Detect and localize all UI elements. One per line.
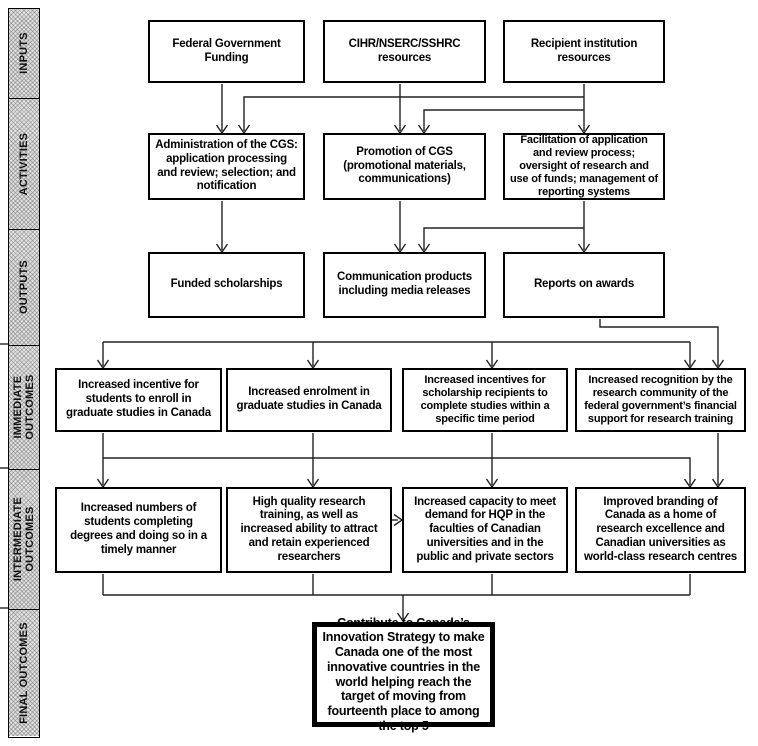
sidebar-label-final-outcomes: FINAL OUTCOMES xyxy=(17,622,30,724)
sidebar-stage-final-outcomes: FINAL OUTCOMES xyxy=(9,609,39,736)
box-final-innovation-strategy: Contribute to Canada’s Innovation Strate… xyxy=(312,616,495,733)
box-input-agency-resources: CIHR/NSERC/SSHRC resources xyxy=(323,20,486,83)
box-intermediate-degrees-completed: Increased numbers of students completing… xyxy=(55,487,222,573)
box-intermediate-research-training: High quality research training, as well … xyxy=(226,487,392,573)
box-output-communication-products: Communication products including media r… xyxy=(323,252,486,318)
box-activity-promotion-of-cgs: Promotion of CGS (promotional materials,… xyxy=(323,133,486,200)
arrows-immediate-to-intermediate-outcomes xyxy=(96,433,725,489)
sidebar-label-intermediate-outcomes: INTERMEDIATE OUTCOMES xyxy=(11,497,36,582)
box-output-reports-on-awards: Reports on awards xyxy=(503,252,665,318)
box-intermediate-branding-of-canada: Improved branding of Canada as a home of… xyxy=(575,487,746,573)
sidebar-label-immediate-outcomes: IMMEDIATE OUTCOMES xyxy=(11,374,36,441)
box-intermediate-hqp-capacity: Increased capacity to meet demand for HQ… xyxy=(402,487,568,573)
sidebar-stage-outputs: OUTPUTS xyxy=(9,229,39,345)
box-immediate-recognition-of-support: Increased recognition by the research co… xyxy=(575,368,746,432)
box-immediate-incentives-to-complete: Increased incentives for scholarship rec… xyxy=(402,368,568,432)
arrows-inputs-to-activities xyxy=(215,84,591,135)
sidebar-stage-inputs: INPUTS xyxy=(9,9,39,98)
box-immediate-increased-enrolment: Increased enrolment in graduate studies … xyxy=(226,368,392,432)
margin-tick-marks xyxy=(0,343,8,609)
arrow-training-to-capacity xyxy=(392,513,404,527)
sidebar-stage-immediate-outcomes: IMMEDIATE OUTCOMES xyxy=(9,345,39,469)
arrows-intermediate-to-final-outcome xyxy=(102,574,691,623)
arrows-activities-to-outputs xyxy=(215,201,591,254)
arrows-outputs-to-immediate-outcomes xyxy=(96,319,725,370)
sidebar-stage-intermediate-outcomes: INTERMEDIATE OUTCOMES xyxy=(9,469,39,609)
box-output-funded-scholarships: Funded scholarships xyxy=(148,252,305,318)
box-immediate-incentive-to-enroll: Increased incentive for students to enro… xyxy=(55,368,222,432)
sidebar-label-inputs: INPUTS xyxy=(17,32,30,75)
sidebar-label-activities: ACTIVITIES xyxy=(17,132,30,196)
sidebar-label-outputs: OUTPUTS xyxy=(17,260,30,315)
box-input-recipient-institution-resources: Recipient institution resources xyxy=(503,20,665,83)
box-activity-facilitation-oversight: Facilitation of application and review p… xyxy=(503,133,665,200)
sidebar-stage-activities: ACTIVITIES xyxy=(9,98,39,229)
box-activity-administration-of-cgs: Administration of the CGS: application p… xyxy=(148,133,305,200)
box-input-federal-government-funding: Federal Government Funding xyxy=(148,20,305,83)
stage-sidebar: INPUTS ACTIVITIES OUTPUTS IMMEDIATE OUTC… xyxy=(8,8,40,738)
